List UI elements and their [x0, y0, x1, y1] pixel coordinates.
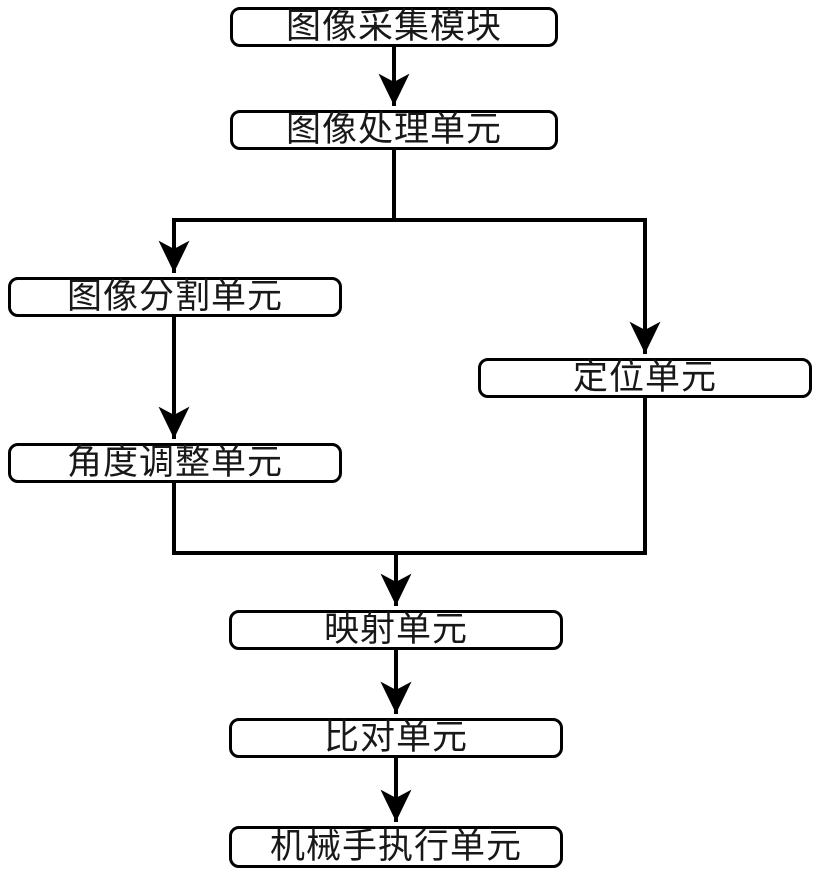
node-image-processing-unit: 图像处理单元 — [230, 110, 558, 150]
node-comparison-unit: 比对单元 — [229, 718, 563, 758]
node-image-acquisition-module: 图像采集模块 — [230, 7, 558, 47]
node-image-segmentation-unit: 图像分割单元 — [8, 277, 342, 317]
node-mapping-unit: 映射单元 — [229, 610, 563, 650]
node-angle-adjustment-unit: 角度调整单元 — [8, 443, 342, 483]
node-positioning-unit: 定位单元 — [478, 358, 812, 398]
node-manipulator-execution-unit: 机械手执行单元 — [229, 826, 563, 868]
